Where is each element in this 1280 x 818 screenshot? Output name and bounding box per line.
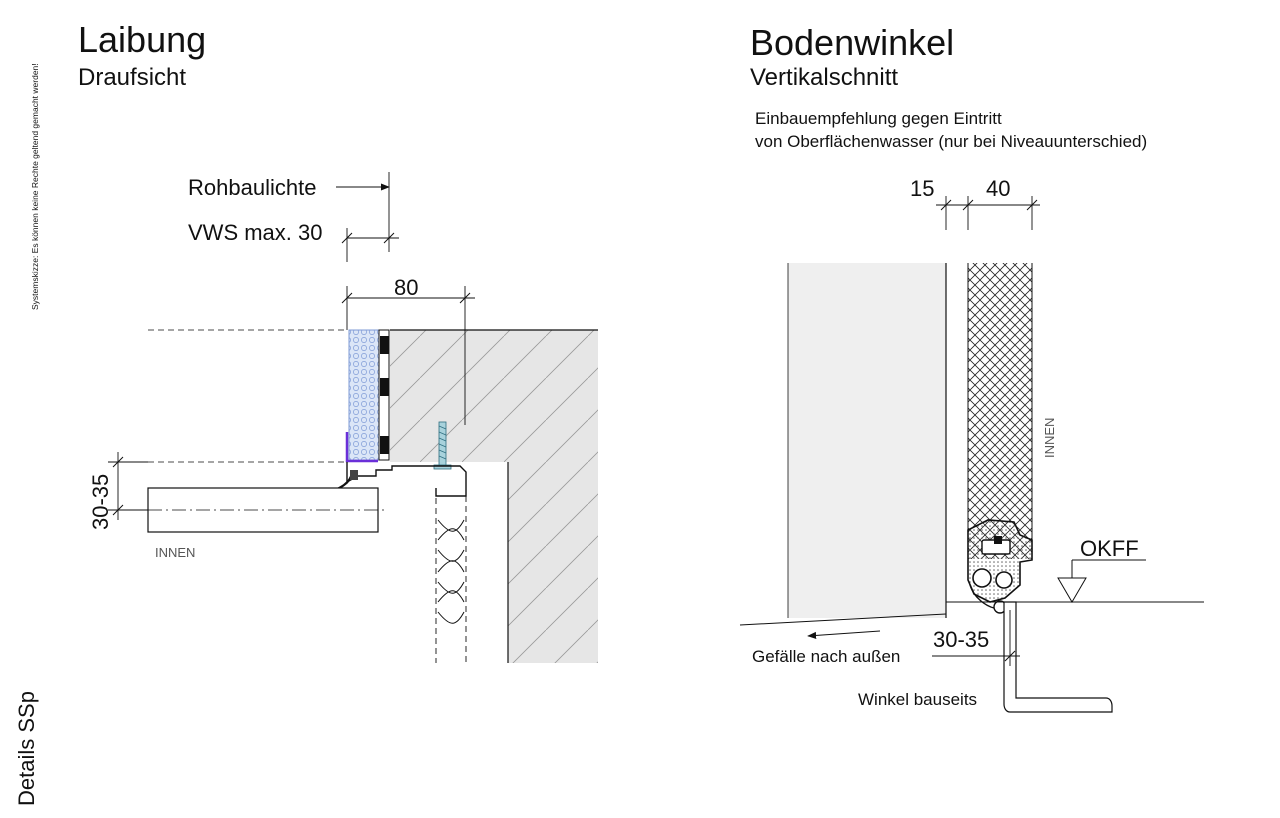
dim-40-label: 40 (986, 176, 1010, 201)
right-title: Bodenwinkel (750, 22, 955, 63)
level-symbol (1057, 577, 1087, 603)
dim-30-35-right-label: 30-35 (933, 627, 989, 652)
vws-label: VWS max. 30 (188, 220, 322, 245)
innen-right-label: INNEN (1042, 418, 1057, 458)
okff-label: OKFF (1080, 536, 1139, 561)
building-wall (788, 263, 946, 618)
left-title: Laibung (78, 19, 207, 60)
dim-30-35-left-label: 30-35 (88, 474, 113, 530)
right-subtitle: Vertikalschnitt (750, 64, 899, 91)
door-panel (968, 263, 1032, 559)
dim-15-label: 15 (910, 176, 934, 201)
left-subtitle: Draufsicht (78, 64, 187, 91)
bodenwinkel-section: 15 40 INNEN OKFF Gefälle nach außen 30-3… (739, 176, 1204, 713)
purple-seal (345, 432, 378, 463)
concrete-hatch (390, 330, 598, 663)
winkel-label: Winkel bauseits (858, 690, 977, 709)
recommendation-line-2: von Oberflächenwasser (nur bei Niveauunt… (755, 132, 1148, 151)
sloped-floor (739, 613, 947, 626)
gefaelle-label: Gefälle nach außen (752, 647, 900, 666)
innen-left-label: INNEN (155, 545, 195, 560)
floor-angle (1003, 601, 1113, 713)
rohbaulichte-label: Rohbaulichte (188, 175, 316, 200)
recommendation-line-1: Einbauempfehlung gegen Eintritt (755, 109, 1002, 128)
dim-80-label: 80 (394, 275, 418, 300)
laibung-plan: Rohbaulichte VWS max. 30 80 30-35 INNEN (88, 172, 598, 663)
